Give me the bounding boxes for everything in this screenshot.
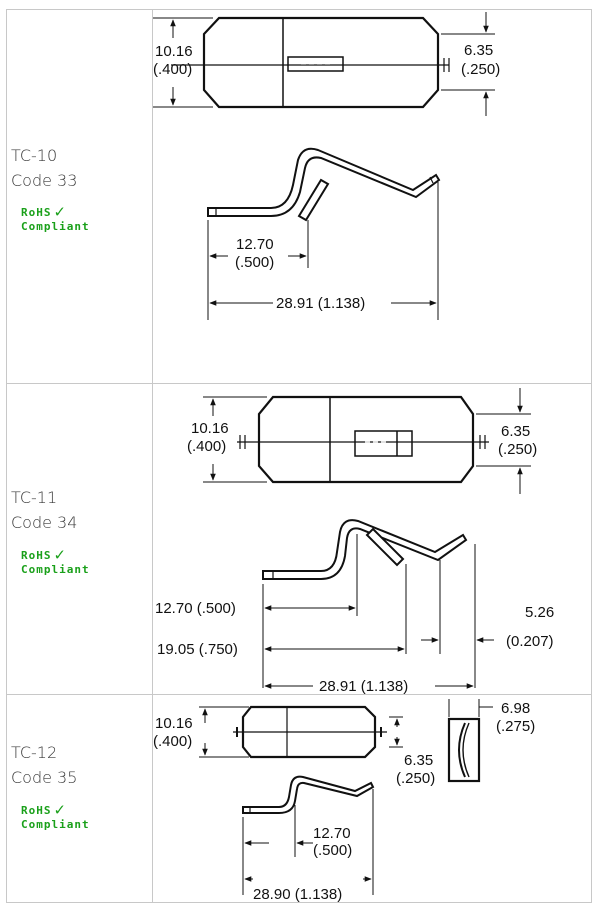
side-view-clip xyxy=(207,147,441,217)
tc11-drawing: 10.16 (.400) 6.35 (.250) xyxy=(155,388,554,694)
part-info-cell: TC-10 Code 33 RoHS✓ Compliant xyxy=(7,10,153,383)
table-row-tc11: TC-11 Code 34 RoHS✓ Compliant xyxy=(6,383,592,695)
width-in-label: (.275) xyxy=(496,718,535,735)
table-row-tc10: TC-10 Code 33 RoHS✓ Compliant xyxy=(6,9,592,384)
body-outline xyxy=(202,16,440,109)
tip-in-label: (.250) xyxy=(498,441,537,458)
rohs-compliant-badge: RoHS✓ Compliant xyxy=(21,800,90,832)
side-view-clip xyxy=(242,775,375,814)
length-label: 28.91 (1.138) xyxy=(319,678,408,694)
height-mm-label: 10.16 xyxy=(155,43,193,60)
height-mm-label: 10.16 xyxy=(155,715,193,732)
length-label: 28.91 (1.138) xyxy=(276,295,365,312)
part-info-cell: TC-11 Code 34 RoHS✓ Compliant xyxy=(7,384,153,694)
part-info-cell: TC-12 Code 35 RoHS✓ Compliant xyxy=(7,695,153,902)
tip-mm-label: 6.35 xyxy=(404,752,433,769)
body-outline xyxy=(257,395,475,484)
height-in-label: (.400) xyxy=(153,733,192,750)
offset-in-label: (0.207) xyxy=(506,633,554,650)
drawing-cell: 10.16 (.400) 6.35 (.250) xyxy=(153,384,591,694)
check-icon: ✓ xyxy=(54,800,65,820)
mid-in-label: (.500) xyxy=(235,254,274,271)
mid-mm-label: 12.70 xyxy=(236,236,274,253)
drawing-cell: 10.16 (.400) 6.35 (.250) xyxy=(153,10,591,383)
medium-length-label: 19.05 (.750) xyxy=(157,641,238,658)
rohs-compliant-badge: RoHS✓ Compliant xyxy=(21,202,90,234)
tip-mm-label: 6.35 xyxy=(464,42,493,59)
part-name: TC-11 xyxy=(11,488,58,507)
rohs-compliant-badge: RoHS✓ Compliant xyxy=(21,545,90,577)
drawing-cell: 10.16 (.400) 6.35 (.250) 6.98 (.275) xyxy=(153,695,591,902)
mid-in-label: (.500) xyxy=(313,842,352,859)
body-outline xyxy=(241,705,377,759)
tip-in-label: (.250) xyxy=(396,770,435,787)
part-code: Code 35 xyxy=(11,768,78,787)
height-in-label: (.400) xyxy=(187,438,226,455)
tip-in-label: (.250) xyxy=(461,61,500,78)
check-icon: ✓ xyxy=(54,202,65,222)
part-name: TC-12 xyxy=(11,743,58,762)
tc10-drawing: 10.16 (.400) 6.35 (.250) xyxy=(153,12,500,320)
height-mm-label: 10.16 xyxy=(191,420,229,437)
height-in-label: (.400) xyxy=(153,61,192,78)
table-row-tc12: TC-12 Code 35 RoHS✓ Compliant xyxy=(6,694,592,903)
offset-mm-label: 5.26 xyxy=(525,604,554,621)
parts-table: TC-10 Code 33 RoHS✓ Compliant xyxy=(6,9,592,903)
length-label: 28.90 (1.138) xyxy=(253,886,342,902)
mid-mm-label: 12.70 xyxy=(313,825,351,842)
width-mm-label: 6.98 xyxy=(501,700,530,717)
part-name: TC-10 xyxy=(11,146,58,165)
end-view xyxy=(447,717,481,783)
check-icon: ✓ xyxy=(54,545,65,565)
tip-mm-label: 6.35 xyxy=(501,423,530,440)
part-code: Code 33 xyxy=(11,171,78,190)
tc12-drawing: 10.16 (.400) 6.35 (.250) 6.98 (.275) xyxy=(153,699,535,902)
side-view-clip xyxy=(262,519,468,580)
short-length-label: 12.70 (.500) xyxy=(155,600,236,617)
part-code: Code 34 xyxy=(11,513,78,532)
